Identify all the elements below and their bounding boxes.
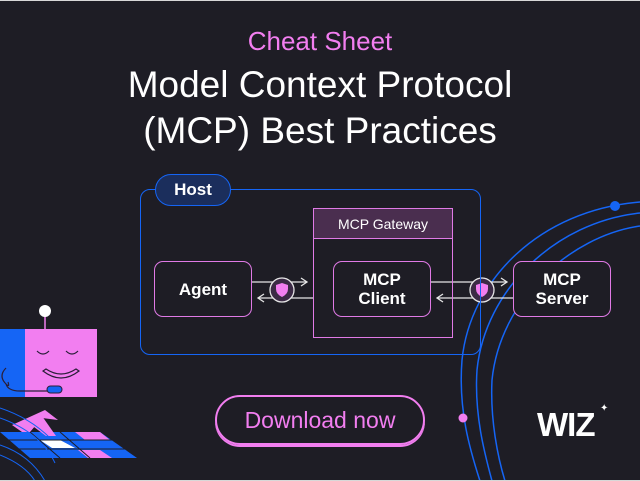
wiz-logo: WIZ <box>537 406 595 443</box>
gateway-label: MCP Gateway <box>314 209 452 239</box>
shield-icon <box>469 277 495 303</box>
top-border <box>0 0 640 1</box>
sparkle-icon: ✦ <box>600 403 609 414</box>
robot-icon <box>0 305 97 397</box>
client-label-1: MCP <box>363 270 401 289</box>
page-title: Model Context Protocol (MCP) Best Practi… <box>0 62 640 154</box>
orbit-arc-outer <box>460 201 640 481</box>
orbit-node-pink <box>458 413 468 423</box>
title-line-2: (MCP) Best Practices <box>143 110 497 151</box>
title-line-1: Model Context Protocol <box>127 64 513 105</box>
download-button[interactable]: Download now <box>215 395 425 445</box>
host-frame <box>140 189 481 355</box>
eyebrow-text: Cheat Sheet <box>247 26 393 56</box>
server-label-2: Server <box>535 289 589 308</box>
orbit-arc-middle <box>475 212 640 481</box>
host-label: Host <box>155 174 231 206</box>
orbit-node-blue <box>610 201 620 211</box>
client-label-2: Client <box>358 289 406 308</box>
mcp-gateway-box: MCP Gateway <box>313 208 453 338</box>
shield-icon <box>269 277 295 303</box>
agent-label: Agent <box>178 279 228 299</box>
server-label-1: MCP <box>543 270 581 289</box>
mcp-server-node: MCP Server <box>513 261 611 317</box>
orbit-arc-inner <box>490 225 640 481</box>
keyboard-icon <box>0 410 137 459</box>
mcp-client-node: MCP Client <box>333 261 431 317</box>
agent-node: Agent <box>154 261 252 317</box>
